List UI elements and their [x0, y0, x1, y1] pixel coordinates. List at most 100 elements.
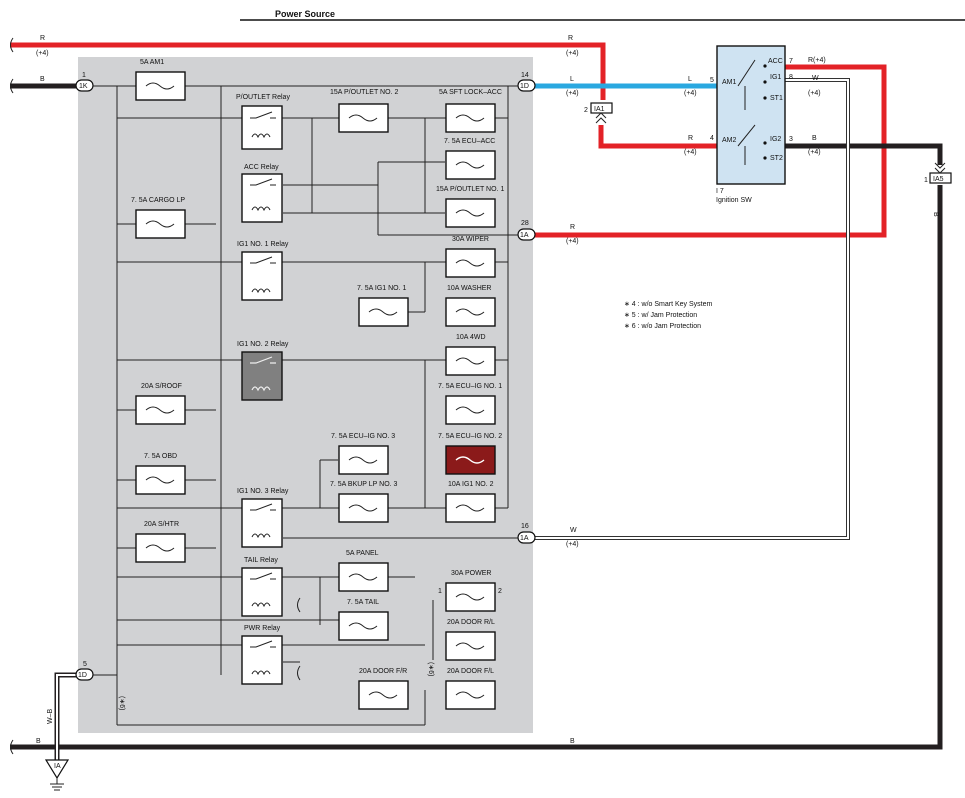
svg-text:1D: 1D — [78, 672, 87, 679]
wire-note: (+4) — [684, 149, 697, 156]
fuse-5a-am1: 5A AM1 — [135, 59, 186, 101]
fuse-7-5a-tail: 7. 5A TAIL — [338, 599, 389, 641]
fuse-20a-door-fr: 20A DOOR F/R — [358, 668, 409, 710]
wire-note: (+4) — [566, 50, 579, 57]
wire-black-ig2 — [785, 143, 943, 165]
fuse-10a-ig1-no2: 10A IG1 NO. 2 — [445, 481, 496, 523]
fuse-20a-door-fl: 20A DOOR F/L — [445, 668, 496, 710]
fuse-5a-panel: 5A PANEL — [338, 550, 389, 592]
fuse-15a-poutlet-no2: 15A P/OUTLET NO. 2 — [330, 89, 398, 133]
svg-text:7. 5A IG1 NO. 1: 7. 5A IG1 NO. 1 — [357, 285, 407, 292]
svg-text:10A WASHER: 10A WASHER — [447, 285, 491, 292]
wire-note: (+4) — [808, 149, 821, 156]
svg-text:5A SFT LOCK–ACC: 5A SFT LOCK–ACC — [439, 89, 502, 96]
fuse-7-5a-ecu-acc: 7. 5A ECU–ACC — [444, 138, 496, 180]
svg-text:10A IG1 NO. 2: 10A IG1 NO. 2 — [448, 481, 494, 488]
svg-text:7. 5A ECU–IG NO. 1: 7. 5A ECU–IG NO. 1 — [438, 383, 502, 390]
wire-note: (+4) — [566, 90, 579, 97]
wire-note: (+4) — [566, 541, 579, 548]
wire-red-acc — [533, 64, 887, 238]
relay-ig1-no1: IG1 NO. 1 Relay — [237, 241, 289, 301]
svg-text:AM2: AM2 — [722, 137, 737, 144]
wire-red-am2 — [598, 125, 722, 149]
fuse-7-5a-cargo-lp: 7. 5A CARGO LP — [131, 197, 186, 239]
wire-label: R(+4) — [808, 57, 826, 64]
fuse-7-5a-obd: 7. 5A OBD — [135, 453, 186, 495]
fuse-7-5a-ig1-no1: 7. 5A IG1 NO. 1 — [357, 285, 409, 327]
svg-text:1K: 1K — [79, 83, 88, 90]
fuse-10a-washer: 10A WASHER — [445, 285, 496, 327]
diagram-title: Power Source — [275, 9, 335, 19]
fuse-20a-door-rl: 20A DOOR R/L — [445, 619, 496, 661]
wire-label: L — [688, 76, 692, 83]
svg-text:7. 5A BKUP LP NO. 3: 7. 5A BKUP LP NO. 3 — [330, 481, 398, 488]
fuse-30a-power: 30A POWER 1 2 — [438, 570, 502, 612]
wire-label: B — [932, 212, 939, 217]
svg-text:5A PANEL: 5A PANEL — [346, 550, 379, 557]
svg-text:7. 5A OBD: 7. 5A OBD — [144, 453, 177, 460]
svg-text:20A DOOR R/L: 20A DOOR R/L — [447, 619, 495, 626]
svg-text:Ignition SW: Ignition SW — [716, 197, 752, 204]
wire-label: B — [570, 738, 575, 745]
wire-label: B — [40, 76, 45, 83]
svg-text:1: 1 — [82, 72, 86, 79]
relay-poutlet: P/OUTLET Relay — [236, 94, 290, 150]
svg-text:PWR Relay: PWR Relay — [244, 625, 281, 632]
svg-text:10A 4WD: 10A 4WD — [456, 334, 486, 341]
svg-text:AM1: AM1 — [722, 79, 737, 86]
svg-text:5A AM1: 5A AM1 — [140, 59, 164, 66]
wire-label: L — [570, 76, 574, 83]
svg-text:20A DOOR F/R: 20A DOOR F/R — [359, 668, 407, 675]
svg-text:ST1: ST1 — [770, 95, 783, 102]
svg-text:16: 16 — [521, 523, 529, 530]
svg-text:7: 7 — [789, 58, 793, 65]
svg-text:TAIL Relay: TAIL Relay — [244, 557, 278, 564]
svg-text:1D: 1D — [520, 83, 529, 90]
wire-label: W–B — [47, 709, 54, 725]
fuse-30a-wiper: 30A WIPER — [445, 236, 496, 278]
legend-item: ∗ 4 : w/o Smart Key System — [624, 301, 713, 308]
svg-text:IG1 NO. 2 Relay: IG1 NO. 2 Relay — [237, 341, 289, 348]
fuse-15a-poutlet-no1: 15A P/OUTLET NO. 1 — [436, 186, 504, 228]
wire-note: (+4) — [684, 90, 697, 97]
relay-tail: TAIL Relay — [241, 557, 301, 617]
svg-text:8: 8 — [789, 74, 793, 81]
svg-text:ST2: ST2 — [770, 155, 783, 162]
svg-text:IG1 NO. 3 Relay: IG1 NO. 3 Relay — [237, 488, 289, 495]
wire-label: R — [568, 35, 573, 42]
fuse-7-5a-ecu-ig-no1: 7. 5A ECU–IG NO. 1 — [438, 383, 502, 425]
svg-text:1A: 1A — [520, 535, 529, 542]
svg-text:3: 3 — [789, 136, 793, 143]
svg-text:15A P/OUTLET NO. 2: 15A P/OUTLET NO. 2 — [330, 89, 398, 96]
connector-1k: 1K 1 — [75, 72, 94, 92]
wire-note: (+4) — [566, 238, 579, 245]
svg-text:4: 4 — [710, 135, 714, 142]
svg-text:14: 14 — [521, 72, 529, 79]
legend-item: ∗ 6 : w/o Jam Protection — [624, 323, 701, 330]
fuse-7-5a-ecu-ig-no2: 7. 5A ECU–IG NO. 2 — [438, 433, 502, 475]
connector-ia1: IA1 2 — [584, 102, 613, 124]
svg-text:P/OUTLET Relay: P/OUTLET Relay — [236, 94, 290, 101]
svg-text:IA5: IA5 — [933, 176, 944, 183]
svg-text:ACC: ACC — [768, 58, 783, 65]
svg-text:5: 5 — [83, 661, 87, 668]
relay-ig1-no2: IG1 NO. 2 Relay — [237, 341, 289, 401]
connector-ia5: IA5 1 — [924, 162, 952, 184]
svg-text:20A S/HTR: 20A S/HTR — [144, 521, 179, 528]
svg-text:15A P/OUTLET NO. 1: 15A P/OUTLET NO. 1 — [436, 186, 504, 193]
svg-text:1: 1 — [438, 588, 442, 595]
wire-label: R — [570, 224, 575, 231]
svg-text:7. 5A ECU–IG NO. 2: 7. 5A ECU–IG NO. 2 — [438, 433, 502, 440]
relay-pwr: PWR Relay — [241, 625, 301, 685]
svg-text:7. 5A CARGO LP: 7. 5A CARGO LP — [131, 197, 185, 204]
fuse-7-5a-bkup-lp-no3: 7. 5A BKUP LP NO. 3 — [330, 481, 398, 523]
svg-text:IG2: IG2 — [770, 136, 781, 143]
relay-acc: ACC Relay — [241, 164, 283, 223]
legend: ∗ 4 : w/o Smart Key System ∗ 5 : w/ Jam … — [624, 301, 713, 330]
note-6-right: (∗6) — [427, 662, 434, 676]
wire-note: (+4) — [808, 90, 821, 97]
svg-text:20A S/ROOF: 20A S/ROOF — [141, 383, 182, 390]
note-6-left: (∗6) — [118, 696, 125, 710]
wire-label: B — [36, 738, 41, 745]
